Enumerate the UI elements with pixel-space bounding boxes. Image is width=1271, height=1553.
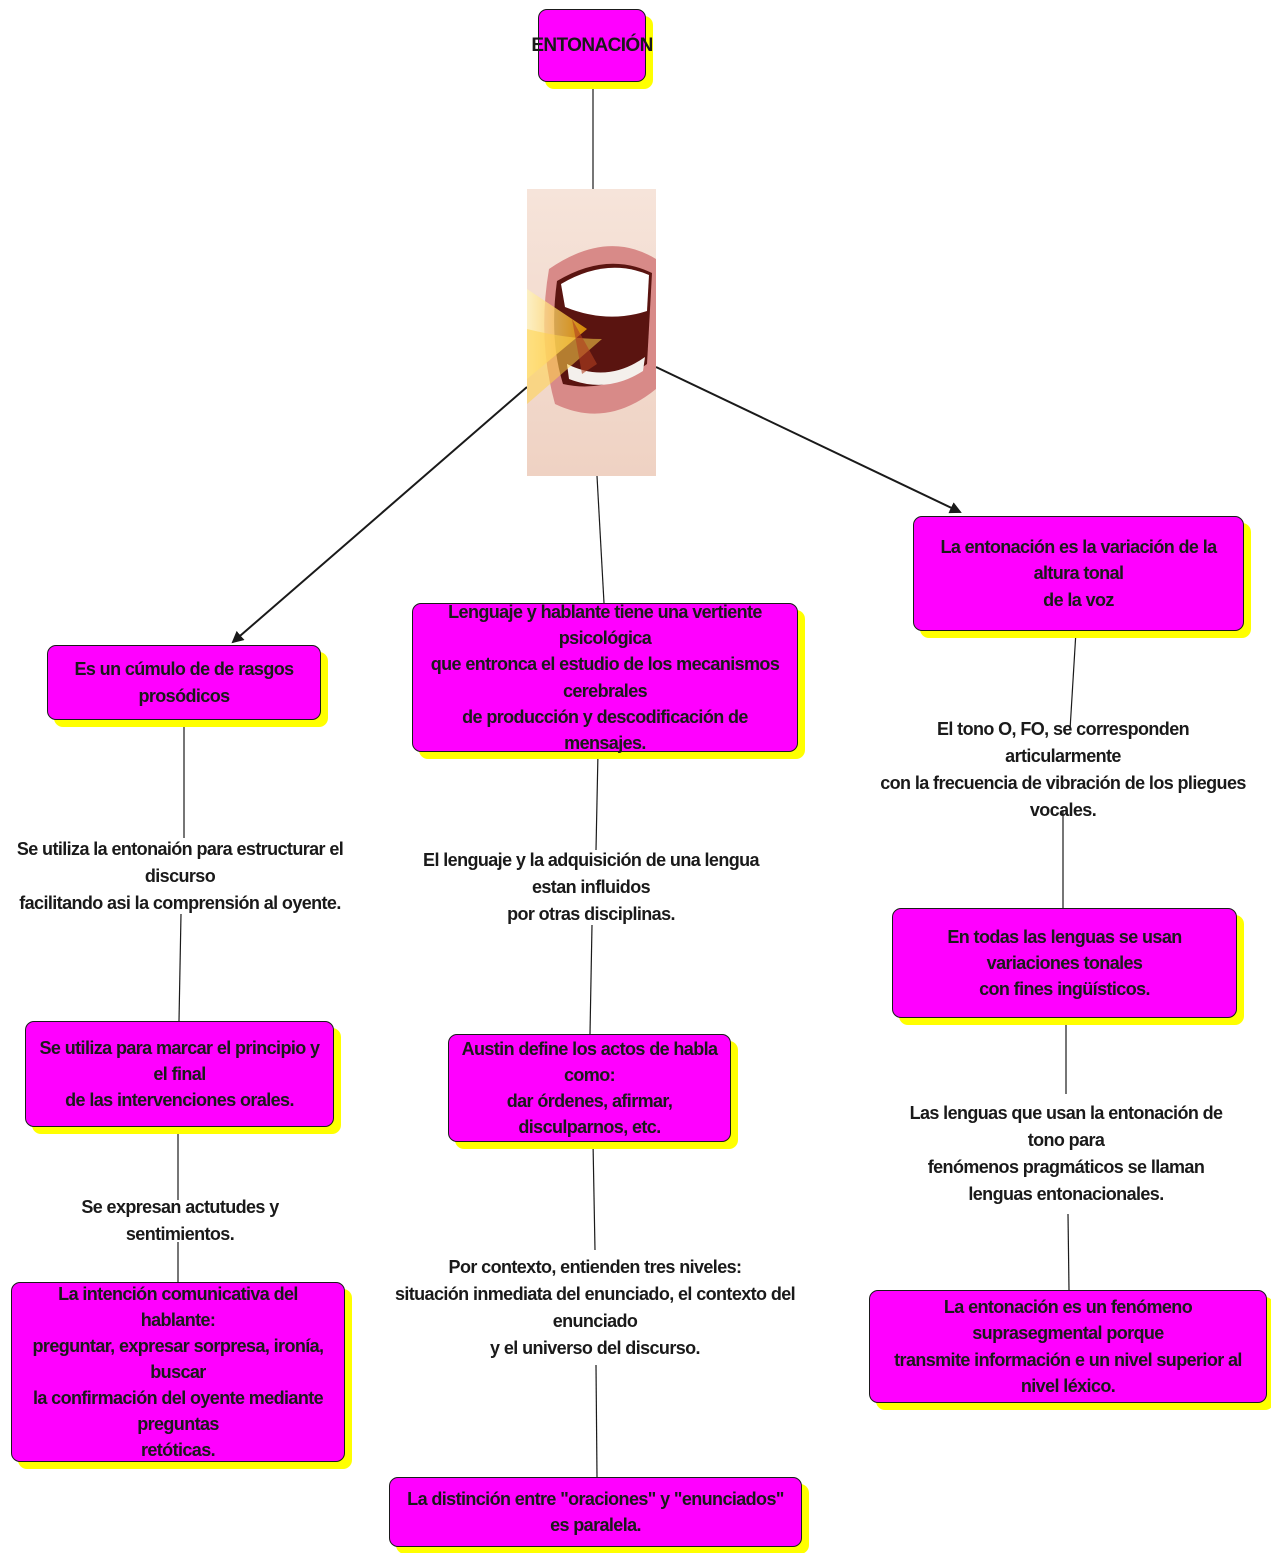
connector-center-1a xyxy=(595,751,599,851)
label-right-1: El tono O, FO, se corresponden articular… xyxy=(874,719,1252,820)
node-center-bottom: La distinción entre "oraciones" y "enunc… xyxy=(389,1477,802,1547)
connector-center-1b xyxy=(589,924,593,1035)
arrow-image-right xyxy=(655,366,962,514)
label-left-2: Se expresan actutudes y sentimientos. xyxy=(35,1197,325,1244)
connector-center-2b xyxy=(595,1364,598,1478)
title-node: ENTONACIÓN xyxy=(531,9,653,82)
title-text: ENTONACIÓN xyxy=(531,34,653,56)
connector-image-center xyxy=(596,475,605,604)
connector-right-2b xyxy=(1067,1213,1070,1291)
node-right-mid: En todas las lenguas se usan variaciones… xyxy=(892,908,1237,1018)
open-mouth-photo xyxy=(527,189,656,476)
node-left-bottom: La intención comunicativa del hablante: … xyxy=(11,1282,345,1462)
label-left-1: Se utiliza la entonaión para estructurar… xyxy=(4,838,356,914)
label-right-2: Las lenguas que usan la entonación de to… xyxy=(890,1094,1242,1214)
label-center-1: El lenguaje y la adquisición de una leng… xyxy=(395,850,787,925)
connector-center-2a xyxy=(592,1141,596,1251)
node-left-mid: Se utiliza para marcar el principio y el… xyxy=(25,1021,334,1127)
connector-left-1b xyxy=(178,913,182,1022)
connector-right-1a xyxy=(1069,630,1077,731)
node-center-top: Lenguaje y hablante tiene una vertiente … xyxy=(412,602,798,753)
node-right-bottom: La entonación es un fenómeno suprasegmen… xyxy=(869,1290,1267,1403)
arrow-image-left xyxy=(231,386,528,644)
label-center-2: Por contexto, entienden tres niveles: si… xyxy=(385,1250,805,1365)
node-center-mid: Austin define los actos de habla como: d… xyxy=(448,1034,731,1142)
node-left-top: Es un cúmulo de de rasgos prosódicos xyxy=(47,645,321,720)
node-right-top: La entonación es la variación de la altu… xyxy=(913,516,1244,631)
